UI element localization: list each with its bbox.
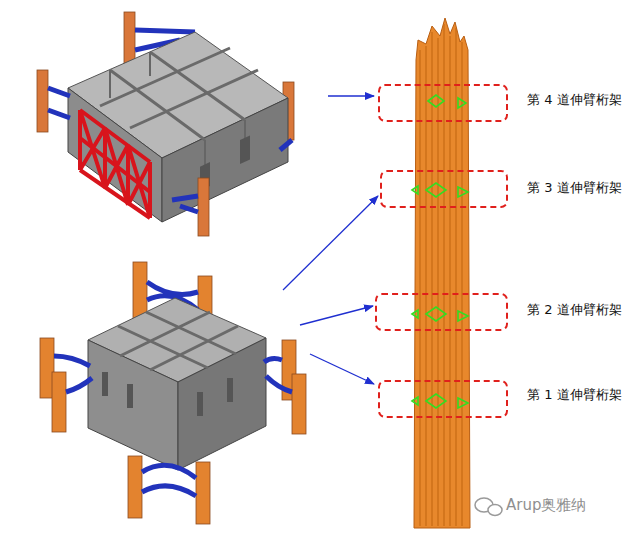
outrigger-model-bottom [40, 262, 306, 524]
outrigger-zone: 第 4 道伸臂桁架 [378, 84, 508, 122]
zone-label: 第 4 道伸臂桁架 [527, 92, 622, 108]
outrigger-zone: 第 1 道伸臂桁架 [378, 380, 508, 418]
zone-label: 第 3 道伸臂桁架 [527, 180, 622, 196]
zone-label: 第 1 道伸臂桁架 [527, 387, 622, 403]
zone-label: 第 2 道伸臂桁架 [527, 302, 622, 318]
watermark: Arup奥雅纳 [506, 496, 586, 515]
leader-arrows [283, 96, 378, 384]
outrigger-zone: 第 3 道伸臂桁架 [380, 170, 508, 208]
tower-model [412, 18, 470, 528]
outrigger-zone: 第 2 道伸臂桁架 [375, 293, 508, 331]
outrigger-model-top [37, 12, 294, 236]
watermark-icon [475, 498, 502, 516]
